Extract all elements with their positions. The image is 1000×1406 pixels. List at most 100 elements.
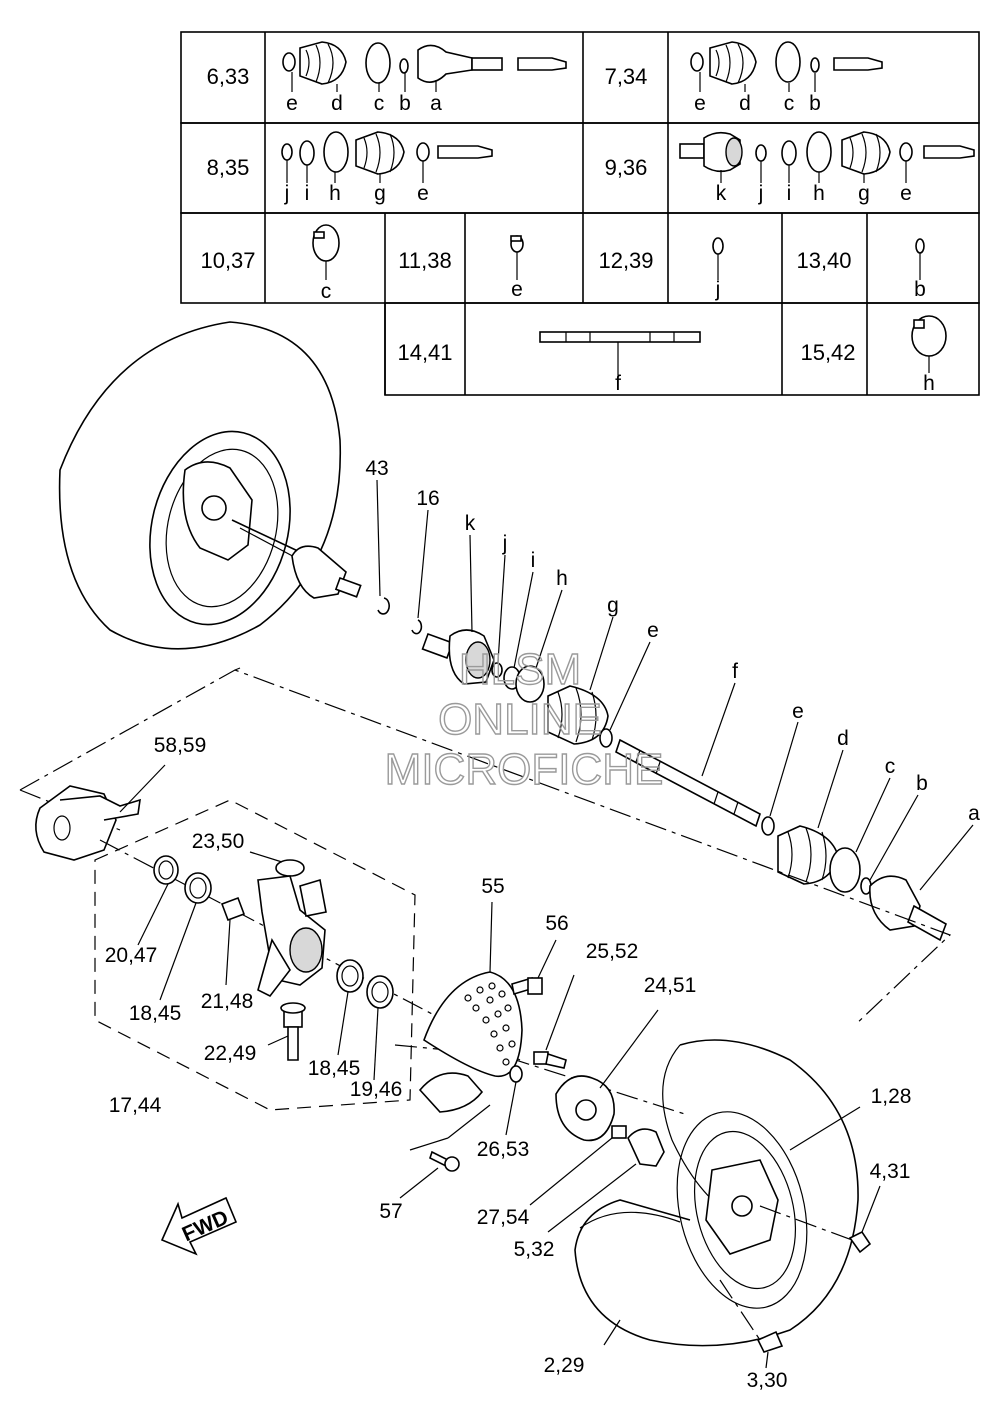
- callout-i: i: [531, 549, 536, 572]
- callout-1-28: 1,28: [871, 1085, 912, 1108]
- callout-4-31: 4,31: [870, 1160, 911, 1183]
- circlip-23-50: [275, 859, 305, 877]
- watermark-line-3: MICROFICHE: [385, 745, 664, 794]
- kit-8-35-part-3: g: [374, 182, 386, 205]
- kit-7-34-part-3: b: [809, 92, 821, 115]
- boot-g: [547, 685, 609, 745]
- callout-a: a: [968, 802, 980, 825]
- kit-14-41-part-0: f: [615, 372, 621, 395]
- seal-19-46: [366, 975, 394, 1009]
- circlip-16: [411, 619, 423, 635]
- callout-43: 43: [365, 457, 388, 480]
- kit-icons-6-33: e d c b a: [282, 41, 567, 115]
- callout-k: k: [465, 512, 476, 535]
- wheel-nut-4-31: [848, 1230, 872, 1254]
- kit-9-36-part-5: e: [900, 182, 912, 205]
- ball-joint-22-49: [267, 1002, 306, 1061]
- callout-57: 57: [379, 1200, 402, 1223]
- callout-16: 16: [416, 487, 439, 510]
- kit-6-33-part-4: a: [430, 92, 442, 115]
- nut-27-54: [611, 1125, 627, 1139]
- kit-10-37-part-0: c: [321, 280, 332, 303]
- kit-11-38-part-0: e: [511, 278, 523, 301]
- lower-wheel: [574, 1039, 861, 1347]
- kit-13-40-part-0: b: [914, 278, 926, 301]
- callout-e-2: e: [792, 700, 804, 723]
- callout-58-59: 58,59: [154, 734, 207, 757]
- kit-7-34-part-2: c: [784, 92, 795, 115]
- callout-h: h: [556, 567, 568, 590]
- bracket-58-59: [35, 764, 166, 861]
- kit-6-33-part-1: d: [331, 92, 343, 115]
- kit-icons-row3: c e j b f h: [312, 224, 947, 395]
- callout-24-51: 24,51: [644, 974, 697, 997]
- kit-8-35-part-1: i: [305, 182, 310, 205]
- kit-icons-9-36: k j i h g e: [679, 131, 975, 205]
- table-ref-11-38: 11,38: [398, 248, 451, 273]
- callout-25-52: 25,52: [586, 940, 639, 963]
- upper-wheel: [58, 321, 362, 650]
- callout-18-45-a: 18,45: [129, 1002, 182, 1025]
- table-ref-8-35: 8,35: [207, 155, 250, 180]
- table-ref-7-34: 7,34: [605, 64, 648, 89]
- callout-26-53: 26,53: [477, 1138, 530, 1161]
- seal-20-47: [153, 855, 179, 885]
- cv-joint-k: [421, 534, 495, 685]
- kit-9-36-part-4: g: [858, 182, 870, 205]
- table-ref-12-39: 12,39: [598, 248, 653, 273]
- callout-g: g: [607, 594, 619, 617]
- watermark-line-1: HLSM: [459, 645, 581, 694]
- kit-9-36-part-1: j: [758, 182, 764, 205]
- kit-9-36-part-2: i: [787, 182, 792, 205]
- callout-21-48: 21,48: [201, 990, 254, 1013]
- circlip-43: [377, 597, 390, 615]
- callout-2-29: 2,29: [544, 1354, 585, 1377]
- table-ref-6-33: 6,33: [207, 64, 250, 89]
- kit-6-33-part-2: c: [374, 92, 385, 115]
- fwd-direction-arrow: FWD: [160, 1196, 238, 1256]
- bolt-25-52: [533, 974, 575, 1069]
- callout-20-47: 20,47: [105, 944, 158, 967]
- kit-9-36-part-3: h: [813, 182, 825, 205]
- exploded-view: FWD 43 16 k j i h g e f e d c b a 58,59 …: [19, 321, 980, 1392]
- kit-15-42-part-0: h: [923, 372, 935, 395]
- table-ref-13-40: 13,40: [796, 248, 851, 273]
- callouts: 43 16 k j i h g e f e d c b a 58,59 23,5…: [105, 457, 980, 1392]
- callout-18-45-b: 18,45: [308, 1057, 361, 1080]
- watermark-line-2: ONLINE: [438, 695, 602, 744]
- bolt-56: [511, 939, 557, 996]
- band-e-1: [599, 728, 613, 748]
- callout-3-30: 3,30: [747, 1369, 788, 1392]
- table-ref-14-41: 14,41: [397, 340, 452, 365]
- drive-shaft-f: [615, 682, 761, 828]
- kit-8-35-part-2: h: [329, 182, 341, 205]
- kit-8-35-part-4: e: [417, 182, 429, 205]
- callout-c: c: [885, 755, 896, 778]
- watermark: HLSM ONLINE MICROFICHE: [384, 644, 664, 794]
- callout-23-50: 23,50: [192, 830, 245, 853]
- kit-7-34-part-1: d: [739, 92, 751, 115]
- bearing-18-45-a: [184, 872, 212, 904]
- valve-3-30: [756, 1330, 784, 1353]
- callout-17-44: 17,44: [109, 1094, 162, 1117]
- circlip-26-53: [509, 1065, 523, 1083]
- kit-icons-7-34: e d c b: [690, 41, 883, 115]
- callout-55: 55: [481, 875, 504, 898]
- bolt-57: [399, 1104, 491, 1199]
- callout-e-1: e: [647, 619, 659, 642]
- callout-5-32: 5,32: [514, 1238, 555, 1261]
- callout-19-46: 19,46: [350, 1078, 403, 1101]
- kit-12-39-part-0: j: [715, 278, 721, 301]
- nut-cap-5-32: [627, 1128, 665, 1167]
- kit-9-36-part-0: k: [716, 182, 727, 205]
- hub-24-51: [555, 1009, 659, 1142]
- disc-guard: [418, 1072, 484, 1113]
- callout-f: f: [732, 660, 738, 683]
- callout-b: b: [916, 772, 928, 795]
- callout-22-49: 22,49: [204, 1042, 257, 1065]
- bearing-18-45-b: [336, 959, 364, 993]
- callout-d: d: [837, 727, 849, 750]
- callout-j: j: [502, 532, 508, 555]
- kit-icons-8-35: j i h g e: [281, 131, 493, 205]
